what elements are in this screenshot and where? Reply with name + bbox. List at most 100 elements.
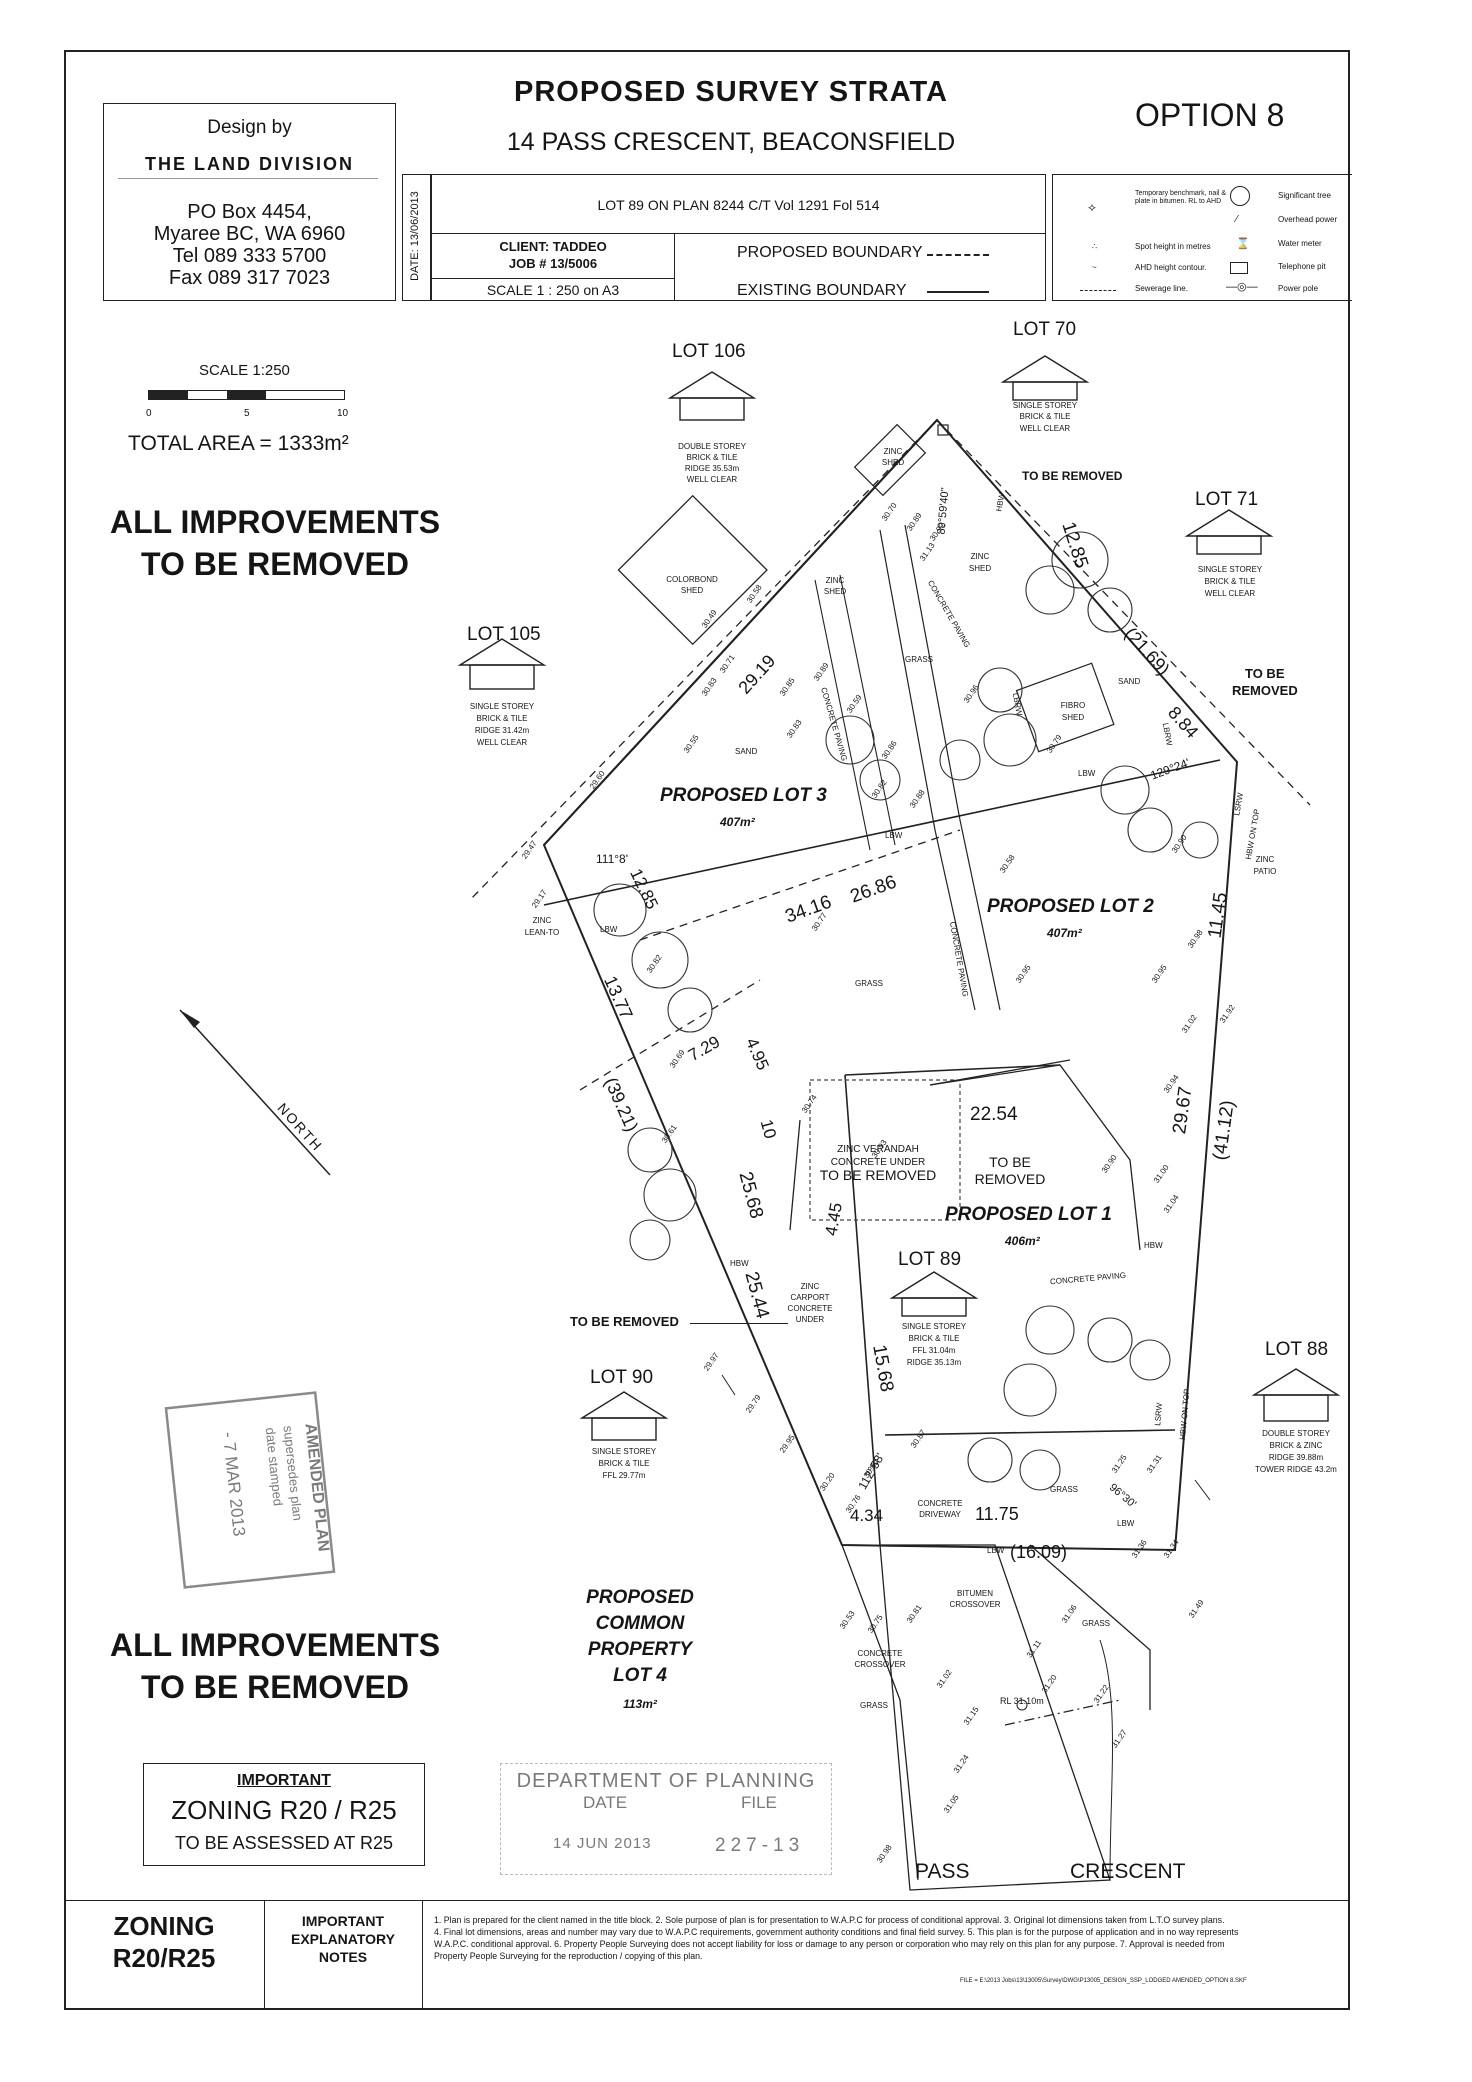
zinc-lean-to-1: ZINC <box>532 916 552 925</box>
bitumen-crossover-1: BITUMEN <box>957 1589 993 1598</box>
legend-power-icon: ⁄ <box>1236 214 1238 225</box>
lot-89-desc-1: SINGLE STOREY <box>901 1322 967 1331</box>
lot-89-desc-2: BRICK & TILE <box>908 1334 960 1343</box>
fax: Fax 089 317 7023 <box>168 267 331 289</box>
zinc-patio-1: ZINC <box>1255 855 1275 864</box>
colorbond-shed-2: SHED <box>680 586 704 595</box>
grass-south: GRASS <box>1050 1485 1079 1494</box>
file-path: FILE = E:\2013 Jobs\13\13005\Survey\DWG\… <box>960 1978 1247 1984</box>
option-label: OPTION 8 <box>1135 97 1285 133</box>
lot-89-desc-3: FFL 31.04m <box>912 1346 956 1355</box>
lot-90-desc-2: BRICK & TILE <box>598 1459 650 1468</box>
concrete-crossover-2: CROSSOVER <box>854 1660 906 1669</box>
lot-106-desc-2: BRICK & TILE <box>686 453 738 462</box>
zinc-carport-2: CARPORT <box>790 1293 830 1302</box>
lot-90-name: LOT 90 <box>590 1367 654 1388</box>
plan-title: PROPOSED SURVEY STRATA <box>514 76 948 108</box>
house-lot-88 <box>1251 1368 1341 1422</box>
planning-file: 227-13 <box>715 1835 805 1856</box>
fibro-shed-1: FIBRO <box>1060 701 1086 710</box>
legend-sewer-icon <box>1080 290 1116 291</box>
zoning-footer-1: ZONING <box>113 1911 215 1941</box>
lot-88-name: LOT 88 <box>1265 1339 1329 1360</box>
stamp-line-2: supersedes plan <box>280 1424 306 1522</box>
zinc-verandah-2: CONCRETE UNDER <box>830 1157 926 1168</box>
existing-boundary-line <box>927 291 989 293</box>
scale-tick-10: 10 <box>337 408 349 419</box>
lbw-1: LBW <box>600 925 618 934</box>
bitumen-crossover-2: CROSSOVER <box>949 1600 1001 1609</box>
zinc-lean-to-2: LEAN-TO <box>524 928 560 937</box>
scale-tick-5: 5 <box>244 408 250 419</box>
lot-71-desc-2: BRICK & TILE <box>1204 577 1256 586</box>
po-box: PO Box 4454, <box>187 201 312 223</box>
improvements-removed-bottom-1: ALL IMPROVEMENTS <box>109 1627 441 1663</box>
proposed-lot-2-area: 407m² <box>1047 926 1082 940</box>
proposed-lot-1-area: 406m² <box>1005 1234 1040 1248</box>
lot-70-desc-3: WELL CLEAR <box>1019 424 1071 433</box>
lot-89-desc-4: RIDGE 35.13m <box>906 1358 962 1367</box>
legend-power-pole: Power pole <box>1278 284 1319 293</box>
stamp-line-4: - 7 MAR 2013 <box>218 1430 249 1538</box>
to-be-removed-house-1: TO BE <box>989 1154 1031 1170</box>
note-line-1: 1. Plan is prepared for the client named… <box>434 1915 1225 1925</box>
legend-telephone-pit: Telephone pit <box>1278 262 1326 271</box>
to-be-removed-carport: TO BE REMOVED <box>570 1314 679 1329</box>
legend-power-pole-icon: —◎— <box>1226 281 1258 293</box>
zinc-shed-north-1: ZINC <box>883 447 903 456</box>
legend-contour: AHD height contour. <box>1135 263 1207 272</box>
proposed-boundary-label: PROPOSED BOUNDARY <box>737 244 923 261</box>
legend-power: Overhead power <box>1278 215 1338 224</box>
to-be-removed-east-2: REMOVED <box>1232 683 1298 698</box>
to-be-removed-leader <box>690 1323 788 1324</box>
scale-bar <box>148 390 345 400</box>
north-arrow <box>179 1009 331 1176</box>
proposed-lot-4-area: 113m² <box>623 1697 657 1711</box>
designer-box <box>103 103 396 301</box>
rl-benchmark: RL 31.10m <box>1000 1696 1044 1706</box>
legend-benchmark: Temporary benchmark, nail & plate in bit… <box>1135 190 1227 205</box>
legend-spot-height: Spot height in metres <box>1135 242 1211 251</box>
sand-north: SAND <box>1118 677 1141 686</box>
note-line-4: Property People Surveying for the reprod… <box>434 1951 703 1961</box>
zinc-carport-4: UNDER <box>795 1315 825 1324</box>
concrete-crossover-1: CONCRETE <box>857 1649 903 1658</box>
colorbond-shed-outline <box>617 494 768 646</box>
zinc-verandah-1: ZINC VERANDAH <box>837 1144 919 1155</box>
legend-telephone-pit-icon <box>1230 262 1248 274</box>
lot-88-desc-4: TOWER RIDGE 43.2m <box>1255 1465 1337 1474</box>
sand-lot-3: SAND <box>735 747 758 756</box>
fibro-shed-2: SHED <box>1061 713 1085 722</box>
zoning-assessed: TO BE ASSESSED AT R25 <box>174 1833 394 1853</box>
lot-70-name: LOT 70 <box>1013 319 1077 340</box>
legend-tree-icon <box>1230 186 1250 206</box>
to-be-removed-house-2: REMOVED <box>974 1171 1046 1187</box>
lot-106-desc-1: DOUBLE STOREY <box>678 442 746 451</box>
lot-info: LOT 89 ON PLAN 8244 C/T Vol 1291 Fol 514 <box>597 197 880 213</box>
street-pass: PASS <box>915 1860 970 1883</box>
zinc-patio-2: PATIO <box>1253 867 1277 876</box>
note-line-2: 4. Final lot dimensions, areas and numbe… <box>434 1927 1239 1937</box>
planning-date-label: DATE <box>583 1793 628 1812</box>
proposed-lot-3-area: 407m² <box>720 815 755 829</box>
boundary-lot3-lot2 <box>543 759 1221 906</box>
proposed-lot-3: PROPOSED LOT 3 <box>660 785 827 806</box>
concrete-driveway-2: DRIVEWAY <box>919 1510 961 1519</box>
stamp-line-1: AMENDED PLAN <box>301 1422 332 1553</box>
to-be-removed-north: TO BE REMOVED <box>1022 469 1123 483</box>
zinc-shed-mid-2: SHED <box>823 587 847 596</box>
house-lot-105 <box>457 638 547 690</box>
amended-stamp-outline <box>164 1391 336 1589</box>
plan-address: 14 PASS CRESCENT, BEACONSFIELD <box>506 128 956 156</box>
planning-date: 14 JUN 2013 <box>553 1835 652 1852</box>
design-by: Design by <box>207 117 292 138</box>
telephone: Tel 089 333 5700 <box>172 245 327 267</box>
lbw-2: LBW <box>1078 769 1096 778</box>
hbw-2: HBW <box>1144 1241 1163 1250</box>
lot-106-desc-3: RIDGE 35.53m <box>684 464 740 473</box>
planning-stamp: DEPARTMENT OF PLANNING DATE FILE 14 JUN … <box>500 1763 832 1875</box>
house-lot-71 <box>1184 509 1274 555</box>
zinc-verandah-outline <box>809 1079 961 1221</box>
lot-90-desc-1: SINGLE STOREY <box>591 1447 657 1456</box>
